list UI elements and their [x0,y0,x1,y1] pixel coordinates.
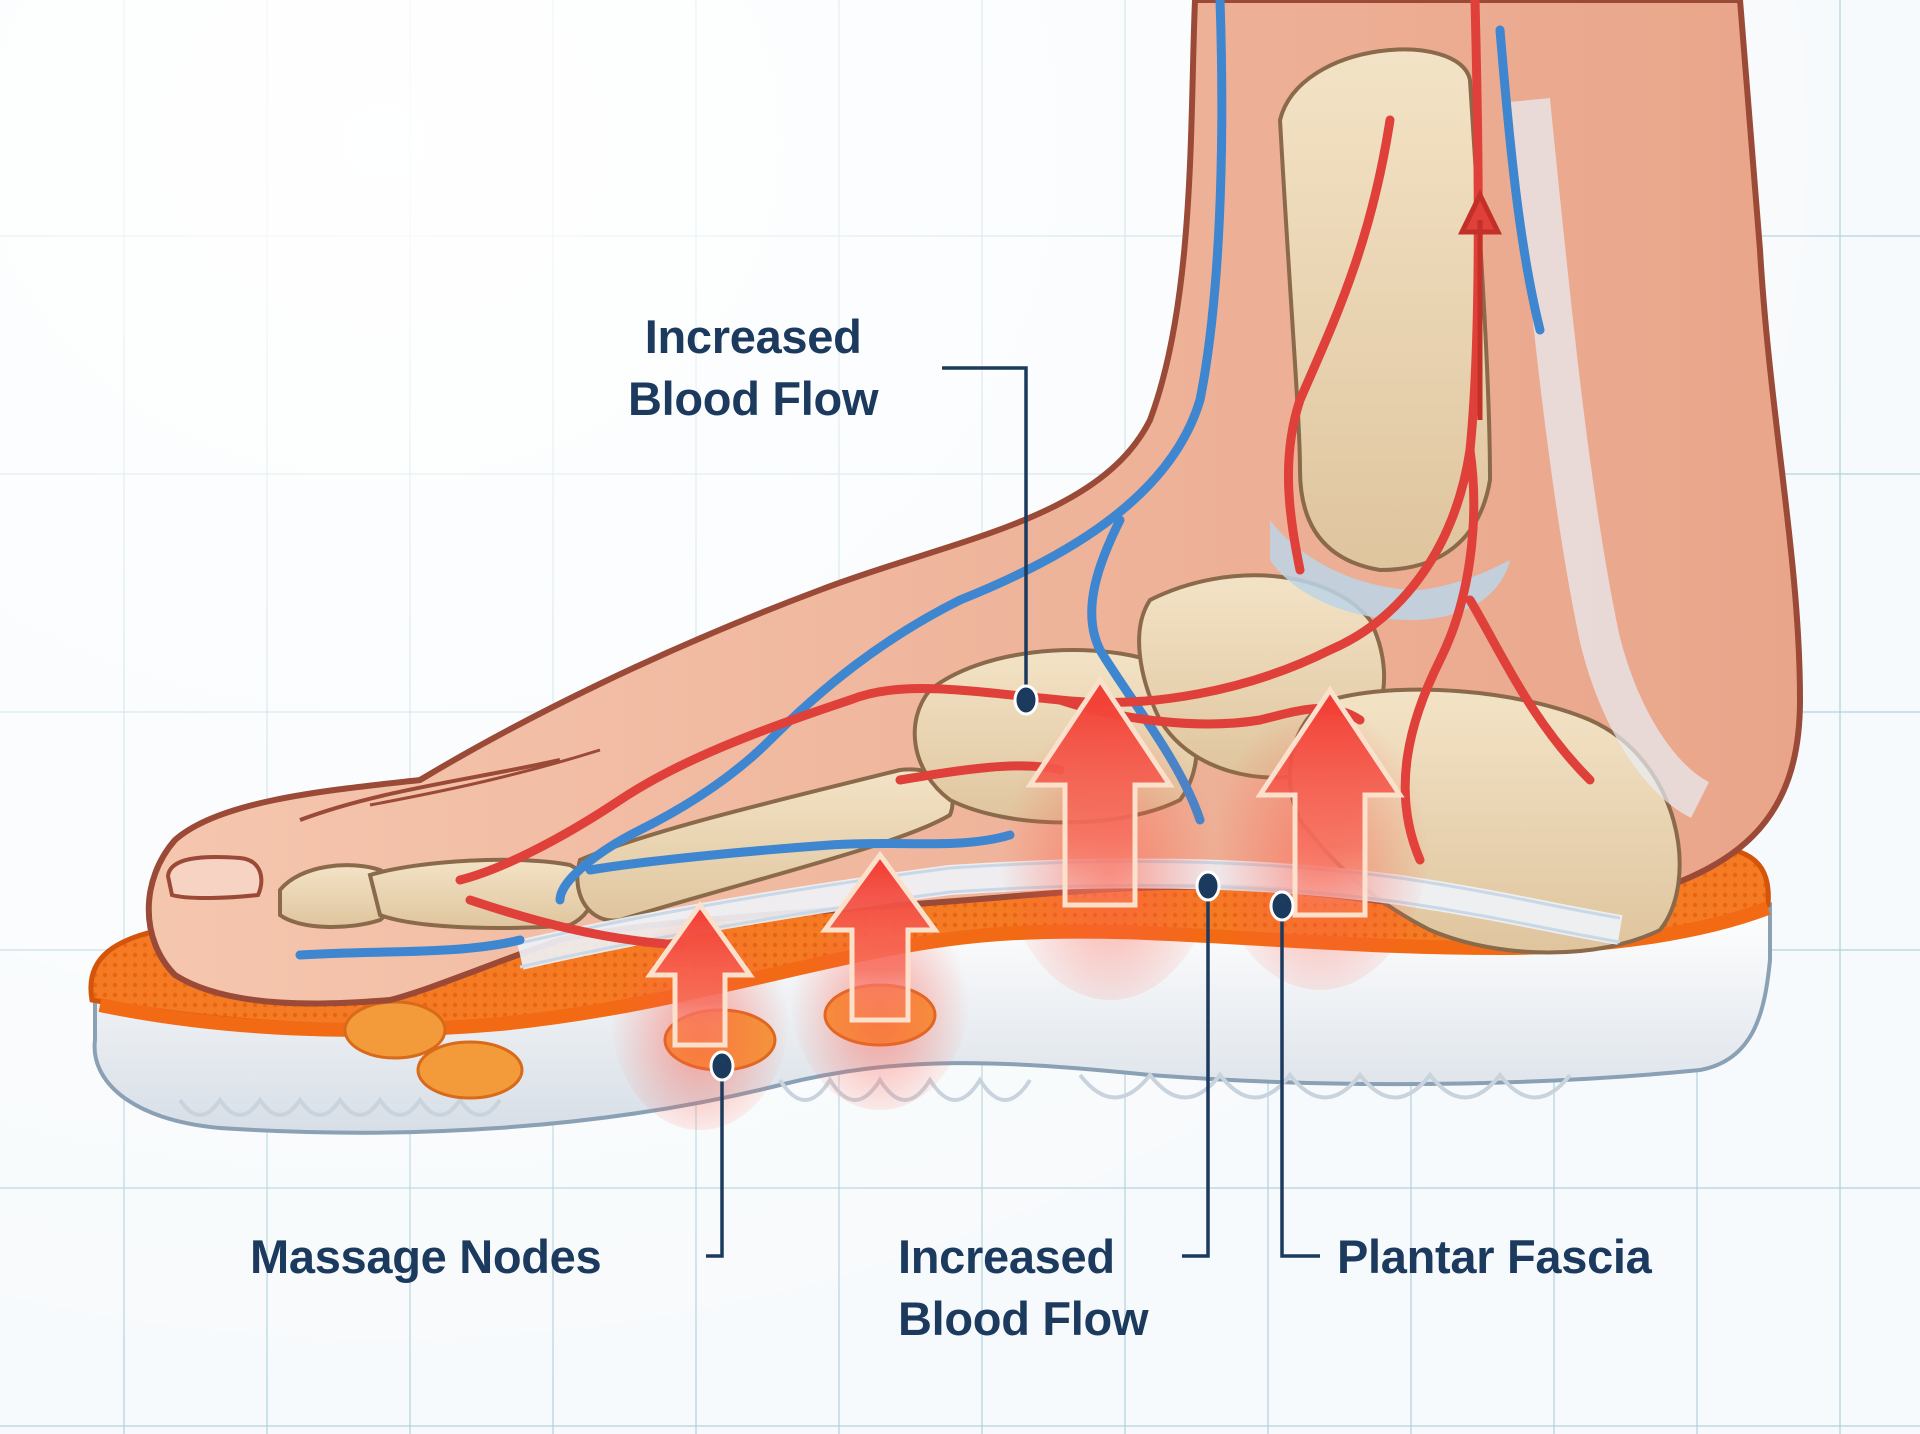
callout-dot [1269,890,1295,922]
leader-bottom-blood-flow [1182,888,1210,1258]
callout-label-bottom-blood-flow: Increased Blood Flow [898,1226,1149,1350]
callout-label-top-blood-flow: Increased Blood Flow [628,306,879,430]
callout-label-plantar-fascia: Plantar Fascia [1337,1226,1652,1288]
leader-top-blood-flow [942,366,1028,698]
callout-dot [709,1050,735,1082]
leader-lines [706,366,1320,1258]
callout-dot [1013,684,1039,716]
ankle-cartilage [1270,520,1510,620]
callout-label-massage-nodes: Massage Nodes [250,1226,602,1288]
leader-massage-nodes [706,1070,724,1258]
label-line: Massage Nodes [250,1230,602,1283]
achilles-tendon [1510,98,1710,818]
callout-dot [1195,870,1221,902]
up-arrow-icon [1025,675,1175,908]
label-line: Blood Flow [628,372,879,425]
up-arrows [645,675,1405,1048]
label-line: Increased [644,310,862,363]
leader-plantar-fascia [1280,908,1320,1258]
label-line: Plantar Fascia [1337,1230,1652,1283]
callout-dots [709,684,1295,1082]
label-line: Blood Flow [898,1292,1149,1345]
flow-arrow-icon [1458,189,1502,420]
label-line: Increased [898,1230,1115,1283]
up-arrow-icon [645,900,755,1048]
up-arrow-icon [1255,685,1405,918]
up-arrow-icon [820,850,940,1023]
